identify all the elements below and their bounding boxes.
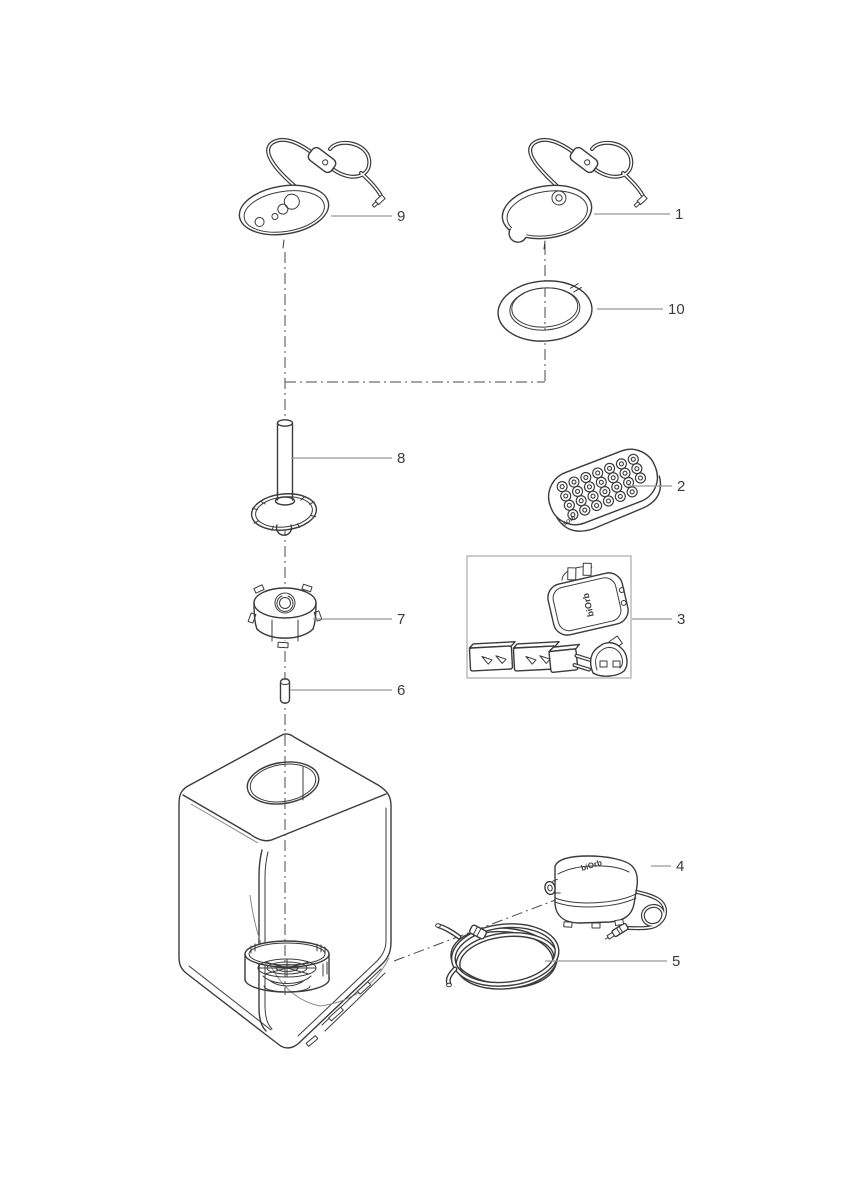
inline-switch-1 (569, 146, 599, 174)
cable-grommet (551, 190, 567, 206)
part-8-bubble-tube (250, 419, 318, 536)
tube-open-end-bottom (446, 982, 452, 988)
label-1: 1 (675, 206, 683, 223)
label-5: 5 (672, 953, 680, 970)
plug-adapter-uk (589, 635, 628, 677)
ring-clip (569, 283, 582, 293)
tank-base-tab-1 (328, 1006, 344, 1022)
jack-plug-9 (371, 194, 386, 208)
cartridge-facet-lines (271, 619, 299, 642)
part-3-power-supply-set: biOrb (466, 555, 632, 679)
part-6-airstone (279, 678, 291, 704)
tube-collar (274, 496, 296, 506)
inline-switch-9 (307, 146, 337, 174)
plug-adapter-eu (548, 643, 594, 674)
uk-pin-2 (612, 660, 621, 668)
pump-foot-1 (563, 921, 573, 928)
disc-1-bottom-tab (543, 240, 546, 250)
tank-wall-thickness-left (188, 965, 272, 1031)
well-dome (262, 975, 312, 993)
tank-top-face-edges (182, 793, 387, 842)
pump-air-nozzle (544, 878, 561, 896)
part-7-pump-cartridge (247, 583, 323, 649)
part-10-halo-ring (497, 280, 593, 342)
label-7: 7 (397, 611, 405, 628)
bubble-logo-small (271, 213, 279, 221)
tank-surface-highlight (190, 803, 259, 844)
cartridge-impeller-slot (276, 595, 294, 612)
label-4: 4 (676, 858, 684, 875)
remote-side-depth (556, 475, 662, 532)
tank-filter-well (244, 940, 330, 993)
callout-labels: 9 1 10 8 2 3 7 6 4 5 (290, 206, 685, 970)
tube-connector-valve (469, 924, 487, 940)
jack-plug-1 (633, 194, 648, 208)
tank-base-tab-3 (305, 1035, 319, 1047)
plate-bottom-stub (275, 524, 293, 536)
pump-foot-3 (614, 918, 625, 927)
tank-front-corner-inner (264, 851, 273, 1030)
label-8: 8 (397, 450, 405, 467)
tube-top-opening (276, 419, 294, 427)
kit-box-frame (466, 555, 632, 679)
power-adapter: biOrb (547, 562, 629, 636)
tank-inner-bowl-curve (249, 894, 390, 1007)
uk-pin-1 (599, 660, 608, 668)
label-2: 2 (677, 478, 685, 495)
part-1-lid-light (501, 137, 648, 250)
label-3: 3 (677, 611, 685, 628)
cartridge-tab-1 (253, 584, 265, 594)
part-4-air-pump: biOrb (544, 855, 667, 940)
bubble-logo-large (283, 193, 300, 210)
lid-disc-1 (501, 184, 593, 243)
lid-notch (508, 228, 527, 243)
plug-adapter-us-1 (468, 641, 518, 672)
adapter-prong-1 (567, 567, 577, 581)
tank-top-hole (246, 761, 320, 805)
light-disc-9 (238, 184, 330, 236)
tank-base-tab-2 (356, 981, 372, 995)
plate-notches (251, 496, 317, 531)
cartridge-tab-5 (277, 641, 289, 649)
disc-9-bottom-tab (282, 239, 285, 249)
tube-shaft (276, 422, 294, 504)
pump-foot-2 (591, 922, 601, 929)
adapter-body (547, 572, 629, 636)
part-5-airline-tubing (435, 923, 560, 990)
adapter-release-button-1 (618, 587, 625, 593)
cartridge-tab-2 (301, 583, 313, 593)
label-9: 9 (397, 208, 405, 225)
tube-open-end-top (435, 923, 441, 928)
pump-base-seam (554, 893, 637, 908)
label-6: 6 (397, 682, 405, 699)
adapter-prong-2 (582, 562, 592, 576)
well-mesh-hatching (250, 943, 328, 977)
part-2-remote-control: biOrb (547, 448, 662, 532)
disc-9-hole (254, 216, 265, 227)
well-grate (257, 958, 317, 978)
tank-front-corner-edge (258, 849, 267, 1032)
label-10: 10 (668, 301, 685, 318)
tank-wall-thickness-right (297, 807, 387, 1037)
pump-power-connector (605, 922, 629, 940)
part-9-light-lid (238, 137, 386, 249)
pump-top-seam (557, 865, 630, 875)
adapter-release-button-2 (620, 600, 627, 606)
